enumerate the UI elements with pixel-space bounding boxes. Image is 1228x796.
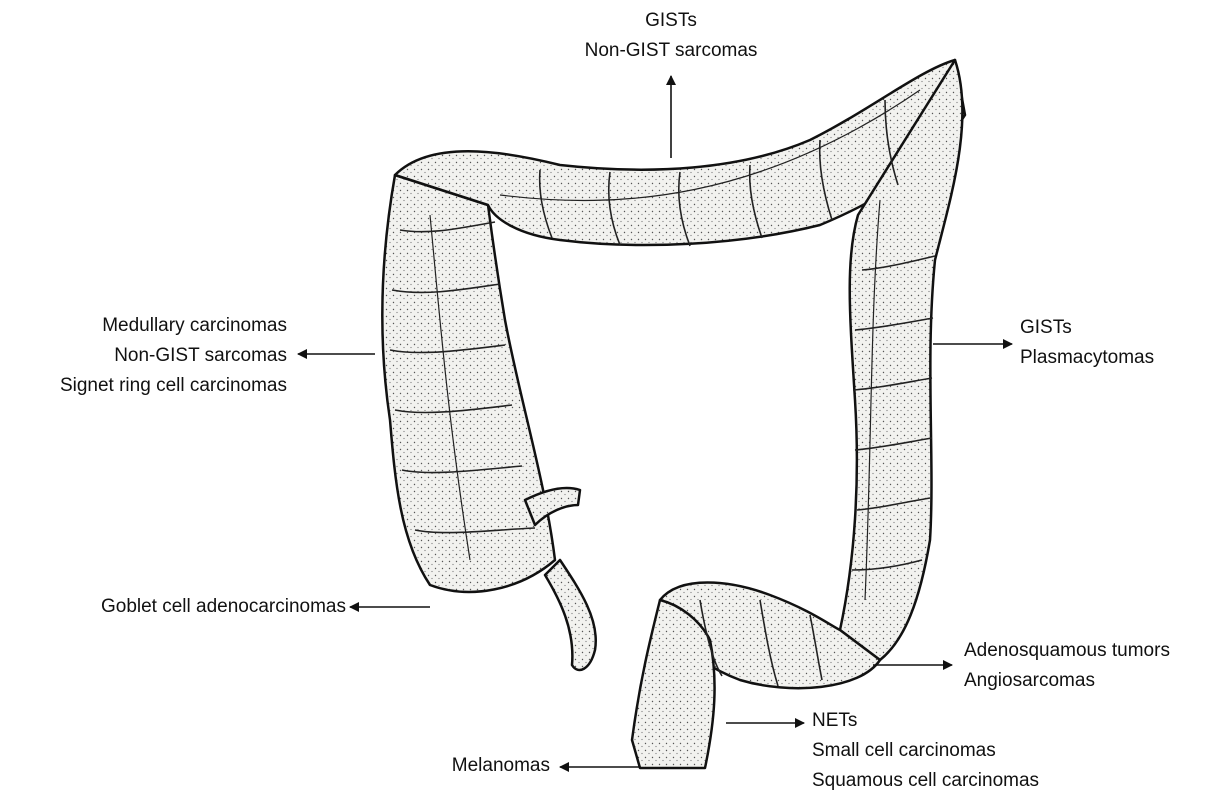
label-rectum-3: Squamous cell carcinomas [812, 766, 1039, 796]
colon-body [382, 60, 965, 768]
appendix [545, 560, 596, 670]
label-descending: GISTs Plasmacytomas [1020, 313, 1154, 373]
label-sigmoid-1: Adenosquamous tumors [964, 636, 1170, 666]
label-appendix: Goblet cell adenocarcinomas [0, 592, 346, 622]
label-ascending-2: Non-GIST sarcomas [0, 341, 287, 371]
label-descending-1: GISTs [1020, 313, 1154, 343]
label-rectum-1: NETs [812, 706, 1039, 736]
label-anal-1: Melanomas [350, 751, 550, 781]
label-appendix-1: Goblet cell adenocarcinomas [0, 592, 346, 622]
label-rectum: NETs Small cell carcinomas Squamous cell… [812, 706, 1039, 796]
label-sigmoid: Adenosquamous tumors Angiosarcomas [964, 636, 1170, 696]
label-transverse-1: GISTs [561, 6, 781, 36]
ascending-colon [382, 175, 555, 592]
label-sigmoid-2: Angiosarcomas [964, 666, 1170, 696]
label-rectum-2: Small cell carcinomas [812, 736, 1039, 766]
label-ascending: Medullary carcinomas Non-GIST sarcomas S… [0, 311, 287, 401]
label-transverse: GISTs Non-GIST sarcomas [561, 6, 781, 66]
label-ascending-3: Signet ring cell carcinomas [0, 371, 287, 401]
label-transverse-2: Non-GIST sarcomas [561, 36, 781, 66]
label-descending-2: Plasmacytomas [1020, 343, 1154, 373]
label-ascending-1: Medullary carcinomas [0, 311, 287, 341]
label-anal: Melanomas [350, 751, 550, 781]
